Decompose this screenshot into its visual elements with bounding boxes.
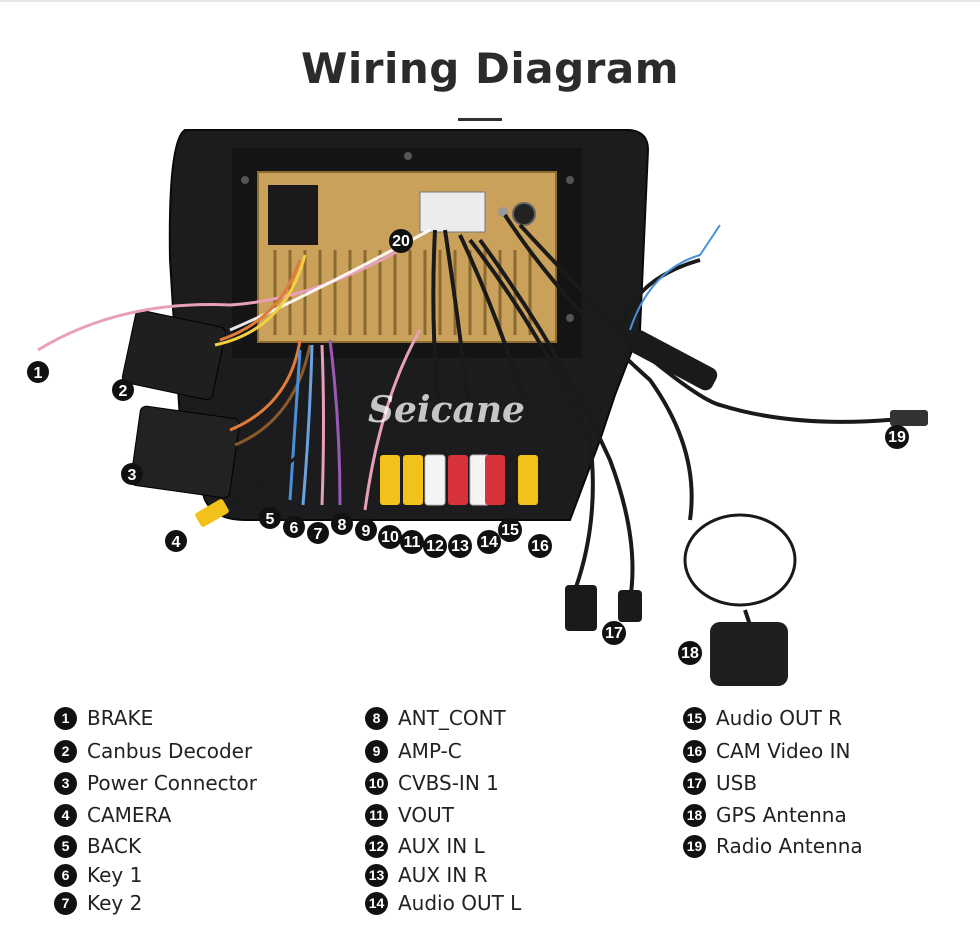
svg-text:11: 11 [404, 534, 421, 551]
rca-plug-vout [403, 455, 423, 505]
svg-text:3: 3 [128, 467, 137, 484]
screw [241, 176, 249, 184]
svg-text:17: 17 [605, 625, 623, 642]
svg-text:16: 16 [531, 538, 549, 555]
callout-10: 10 [378, 525, 402, 549]
callout-5: 5 [259, 507, 281, 529]
svg-text:5: 5 [266, 511, 275, 528]
rca-plug-aux-l [424, 454, 446, 506]
screw [404, 152, 412, 160]
callout-7: 7 [307, 522, 329, 544]
rca-plug-cvbs [380, 455, 400, 505]
blue-antenna-wire [629, 224, 721, 331]
screw [566, 314, 574, 322]
gps-coil [683, 513, 797, 607]
usb-connector-2 [618, 590, 642, 622]
svg-text:14: 14 [480, 534, 498, 551]
svg-text:1: 1 [34, 365, 43, 382]
svg-text:6: 6 [290, 520, 299, 537]
callout-3: 3 [121, 463, 143, 485]
svg-text:13: 13 [451, 538, 469, 555]
svg-text:4: 4 [172, 534, 181, 551]
callout-11: 11 [400, 530, 424, 554]
callout-6: 6 [283, 516, 305, 538]
watermark: Seicane [368, 389, 525, 431]
callout-15: 15 [498, 518, 522, 542]
callout-12: 12 [423, 534, 447, 558]
gps-socket [498, 207, 508, 217]
antenna-adapter [627, 330, 718, 391]
callout-8: 8 [331, 513, 353, 535]
screw [566, 176, 574, 184]
callout-2: 2 [112, 379, 134, 401]
top-rule [0, 0, 980, 2]
power-connector [130, 405, 240, 499]
radio-chassis [257, 171, 557, 343]
svg-text:12: 12 [426, 538, 444, 555]
svg-text:2: 2 [119, 383, 128, 400]
gps-antenna-puck [710, 622, 788, 686]
callout-14: 14 [477, 530, 501, 554]
rca-plug-aux-r [448, 455, 468, 505]
callout-20: 20 [389, 229, 413, 253]
rca-plugs [195, 454, 538, 527]
rca-plug-camera [195, 499, 229, 527]
wires [37, 228, 431, 522]
connector-block [419, 191, 486, 233]
callout-13: 13 [448, 534, 472, 558]
power-socket [268, 185, 318, 245]
callout-9: 9 [355, 519, 377, 541]
svg-text:18: 18 [681, 645, 699, 662]
svg-text:10: 10 [381, 529, 399, 546]
callout-19: 19 [885, 425, 909, 449]
callout-18: 18 [678, 641, 702, 665]
page-title: Wiring Diagram [301, 44, 679, 93]
rca-plug-cam-in [518, 455, 538, 505]
black-cables [431, 213, 911, 601]
canbus-decoder [121, 309, 227, 401]
antenna-socket [512, 202, 536, 226]
rca-plug-audio-r [485, 455, 505, 505]
callout-16: 16 [528, 534, 552, 558]
svg-text:20: 20 [392, 233, 410, 250]
svg-text:15: 15 [501, 522, 519, 539]
svg-text:19: 19 [888, 429, 906, 446]
svg-text:8: 8 [338, 517, 347, 534]
svg-text:7: 7 [314, 526, 323, 543]
callout-1: 1 [27, 361, 49, 383]
callout-17: 17 [602, 621, 626, 645]
callout-4: 4 [165, 530, 187, 552]
title-underline [458, 118, 502, 121]
usb-connector [565, 585, 597, 631]
radio-antenna-plug [890, 410, 928, 426]
svg-text:9: 9 [362, 523, 371, 540]
